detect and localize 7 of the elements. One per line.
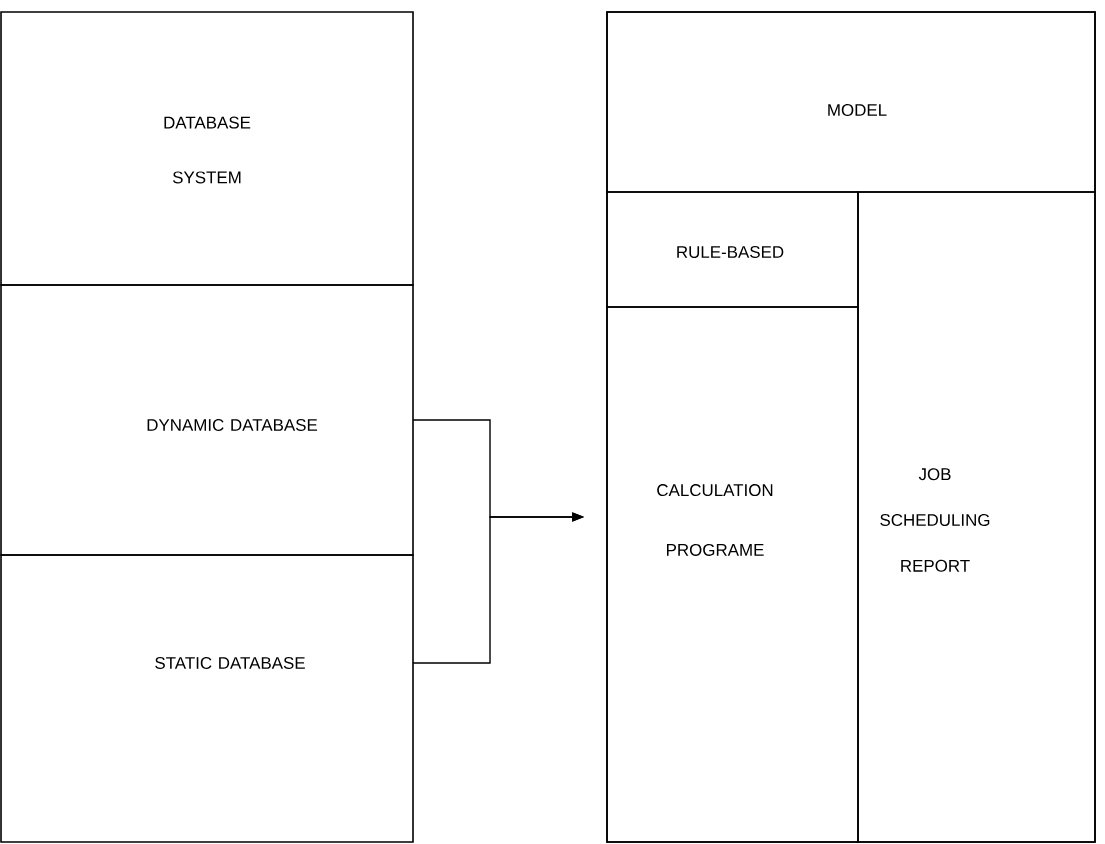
text-box: JOB SCHEDULING REPORT [857,191,1096,843]
text-box: CALCULATION PROGRAME [606,306,859,843]
text-box: DYNAMIC DATABASE [0,284,414,556]
text-box: MODEL [606,11,1096,193]
text-box: RULE-BASED [606,191,859,308]
text-box: STATIC DATABASE [0,554,414,843]
text-box: DATABASE SYSTEM [0,11,414,286]
